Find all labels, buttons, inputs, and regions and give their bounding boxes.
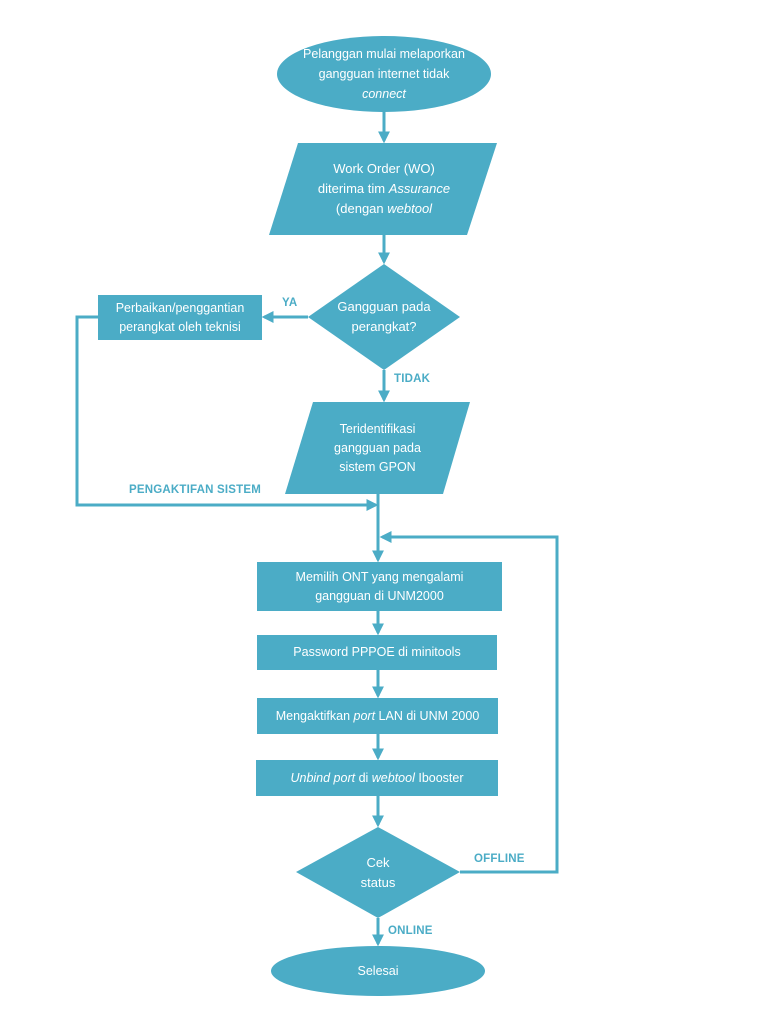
device-decision-diamond [308, 264, 460, 370]
work-order-parallelogram [269, 143, 497, 235]
work-order-text: Work Order (WO) diterima tim Assurance (… [317, 161, 451, 216]
edge-label-online: ONLINE [388, 925, 433, 937]
edge-label-activation: PENGAKTIFAN SISTEM [129, 484, 262, 496]
password-box [257, 635, 497, 670]
start-terminal [277, 36, 491, 112]
activate-lan-text: Mengaktifkan port LAN di UNM 2000 [275, 708, 480, 723]
unbind-box [256, 760, 498, 796]
identified-text: Teridentifikasi gangguan pada sistem GPO… [334, 421, 421, 474]
start-terminal-text: Pelanggan mulai melaporkan gangguan inte… [303, 47, 465, 101]
connector-offline-loop [379, 531, 559, 874]
unbind-text: Unbind port di webtool Ibooster [290, 770, 464, 785]
repair-process-text: Perbaikan/penggantian perangkat oleh tek… [115, 300, 245, 334]
status-decision-text: Cek status [360, 855, 396, 890]
password-text: Password PPPOE di minitools [293, 645, 461, 659]
end-terminal [271, 946, 485, 996]
connector-repair-loop [75, 315, 379, 511]
edge-label-offline: OFFLINE [474, 853, 525, 865]
edge-label-no: TIDAK [394, 373, 431, 385]
device-decision-text: Gangguan pada perangkat? [337, 299, 431, 334]
edge-label-yes: YA [282, 297, 298, 309]
identified-parallelogram [285, 402, 470, 494]
end-terminal-text: Selesai [357, 963, 399, 978]
repair-process-box [98, 295, 262, 340]
status-decision-diamond [296, 827, 460, 918]
select-ont-box [257, 562, 502, 611]
activate-lan-box [257, 698, 498, 734]
select-ont-text: Memilih ONT yang mengalami gangguan di U… [295, 569, 464, 603]
